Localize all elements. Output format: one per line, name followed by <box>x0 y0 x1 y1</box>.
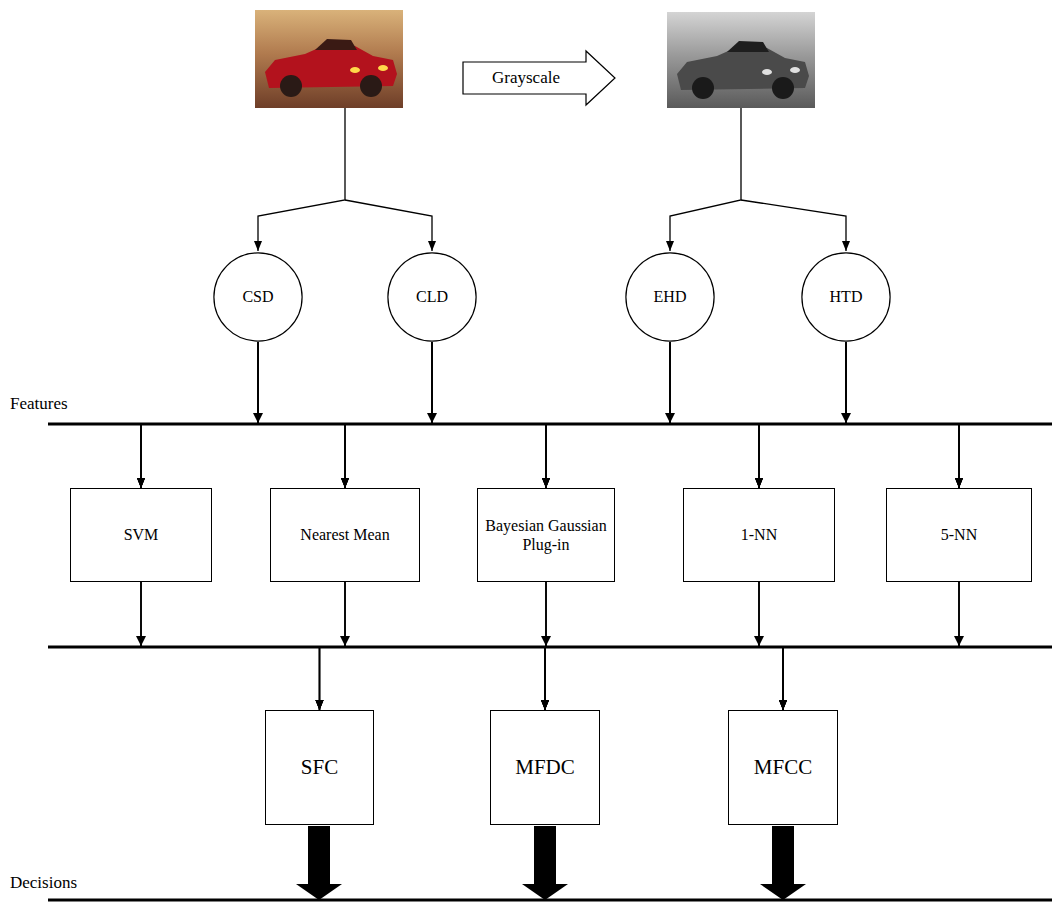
connector <box>320 582 346 710</box>
decision-arrows <box>296 826 806 900</box>
section-label: Decisions <box>10 873 77 893</box>
connector <box>345 342 670 488</box>
circle-shape <box>214 253 302 341</box>
connector <box>141 342 258 488</box>
car-headlight <box>378 65 388 71</box>
node-label: SFC <box>301 755 338 780</box>
connector <box>759 582 783 710</box>
descriptor-circle: CLD <box>387 252 477 342</box>
block-arrow <box>522 826 568 900</box>
car-wheel <box>280 75 302 97</box>
combiner-box: SFC <box>265 710 374 825</box>
section-label: Features <box>10 394 68 414</box>
node-label: CLD <box>416 287 448 306</box>
classifier-box: 1-NN <box>683 488 835 582</box>
connector <box>545 582 959 710</box>
connector <box>432 342 759 488</box>
connector <box>258 342 759 488</box>
connector <box>546 582 783 710</box>
connector <box>546 342 670 488</box>
connector <box>345 342 846 488</box>
circle-shape <box>802 253 890 341</box>
connector <box>320 582 960 710</box>
branch-lines <box>258 108 846 251</box>
connector <box>759 342 846 488</box>
circle-shape <box>626 253 714 341</box>
car-headlight <box>762 69 772 75</box>
branch-line <box>258 108 345 251</box>
node-label: HTD <box>830 287 863 306</box>
car-headlight <box>350 67 360 73</box>
block-arrow <box>760 826 806 900</box>
connector <box>141 582 320 710</box>
connector <box>258 342 546 488</box>
grayscale-car-photo <box>667 12 815 108</box>
node-label: SVM <box>124 525 159 544</box>
classifier-box: Bayesian Gaussian Plug-in <box>477 488 615 582</box>
connector <box>258 342 345 488</box>
combiner-box: MFCC <box>728 710 838 825</box>
connector <box>432 342 959 488</box>
car-windshield <box>315 39 357 50</box>
car-headlight <box>790 67 800 73</box>
connector <box>670 342 959 488</box>
branch-line <box>345 200 432 251</box>
connector <box>345 582 545 710</box>
descriptor-circle: HTD <box>801 252 891 342</box>
photo-background <box>667 12 815 108</box>
connector <box>141 582 783 710</box>
car-wheel <box>360 75 382 97</box>
connector <box>670 342 759 488</box>
connector <box>258 342 959 488</box>
connector <box>320 582 760 710</box>
photo-background <box>255 10 403 108</box>
transform-arrow: Grayscale <box>462 50 616 106</box>
decisions-bus <box>48 899 1052 902</box>
block-arrow <box>296 826 342 900</box>
combiner-box: MFDC <box>490 710 600 825</box>
classifier-box: 5-NN <box>886 488 1032 582</box>
node-label: Grayscale <box>492 68 560 88</box>
node-label: 1-NN <box>741 525 777 544</box>
connector <box>345 342 432 488</box>
branch-line <box>670 108 741 251</box>
node-label: MFCC <box>754 755 812 780</box>
connector <box>141 342 432 488</box>
classifier-box: Nearest Mean <box>270 488 420 582</box>
node-label: MFDC <box>515 755 575 780</box>
car-wheel <box>772 77 794 99</box>
connector <box>846 342 959 488</box>
classifier-box: SVM <box>70 488 212 582</box>
connector <box>141 582 545 710</box>
node-label: EHD <box>654 287 687 306</box>
node-label: Nearest Mean <box>300 525 389 544</box>
connector <box>345 582 783 710</box>
connector <box>546 342 846 488</box>
connector <box>432 342 546 488</box>
node-label: Bayesian Gaussian Plug-in <box>484 516 608 554</box>
circle-shape <box>388 253 476 341</box>
descriptor-circle: EHD <box>625 252 715 342</box>
car-wheel <box>692 77 714 99</box>
connector <box>320 582 547 710</box>
block-arrow-shape <box>463 51 615 105</box>
node-label: CSD <box>242 287 273 306</box>
connector <box>141 342 670 488</box>
connector <box>141 342 846 488</box>
descriptor-circle: CSD <box>213 252 303 342</box>
node-label: 5-NN <box>941 525 977 544</box>
connector <box>545 582 759 710</box>
color-car-photo <box>255 10 403 108</box>
branch-line <box>741 200 846 251</box>
connector <box>783 582 959 710</box>
car-windshield <box>727 41 769 52</box>
